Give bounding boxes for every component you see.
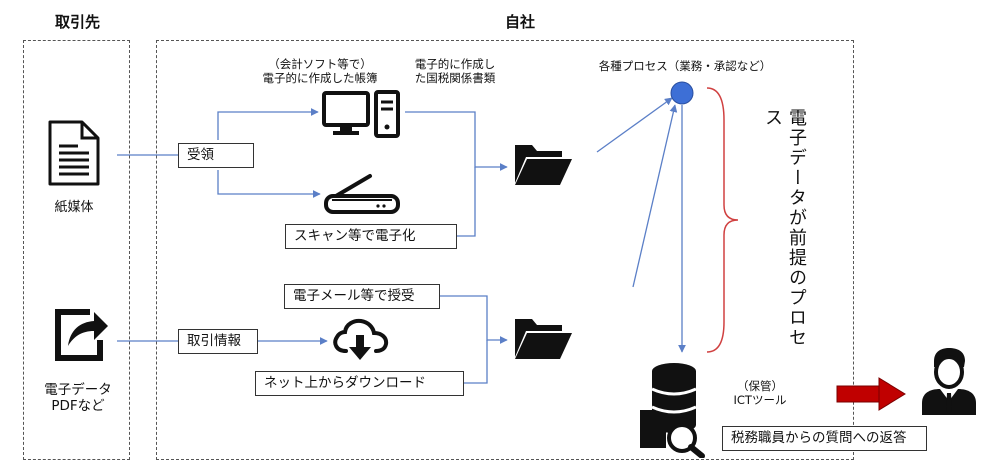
tax-docs-label-line2: た国税関係書類 bbox=[414, 71, 496, 85]
accounting-label-line2: 電子的に作成した帳簿 bbox=[262, 71, 378, 85]
accounting-label-line1: （会計ソフト等で） bbox=[268, 57, 372, 71]
electronic-data-label: 電子データ bbox=[44, 382, 112, 398]
folder-icon-2 bbox=[515, 319, 572, 359]
download-box: ネット上からダウンロード bbox=[255, 371, 464, 396]
red-arrow-icon bbox=[836, 377, 906, 411]
storage-label-line1: （保管） bbox=[737, 379, 783, 393]
company-region bbox=[156, 40, 854, 460]
company-header: 自社 bbox=[505, 13, 536, 31]
user-icon bbox=[922, 348, 976, 415]
email-box: 電子メール等で授受 bbox=[284, 284, 440, 309]
cloud-download-icon bbox=[333, 318, 389, 360]
paper-label: 紙媒体 bbox=[54, 200, 94, 215]
folder-icon bbox=[515, 145, 572, 185]
partner-region bbox=[23, 40, 130, 460]
document-icon bbox=[48, 120, 100, 186]
share-icon bbox=[55, 309, 108, 361]
trade-info-box: 取引情報 bbox=[178, 329, 258, 354]
scan-box: スキャン等で電子化 bbox=[285, 224, 457, 249]
receive-box: 受領 bbox=[178, 143, 254, 168]
tax-docs-label-line1: 電子的に作成し bbox=[414, 57, 496, 71]
scanner-icon bbox=[324, 174, 400, 214]
storage-label-line2: ICTツール bbox=[733, 393, 787, 407]
database-search-icon bbox=[640, 363, 705, 458]
computer-icon bbox=[322, 90, 400, 138]
processes-label: 各種プロセス（業務・承認など） bbox=[598, 59, 772, 73]
response-box: 税務職員からの質問への返答 bbox=[722, 426, 927, 451]
partner-header: 取引先 bbox=[55, 13, 101, 31]
electronic-process-label: 電子データが前提のプロセス bbox=[762, 108, 807, 348]
pdf-label: PDFなど bbox=[51, 398, 105, 414]
